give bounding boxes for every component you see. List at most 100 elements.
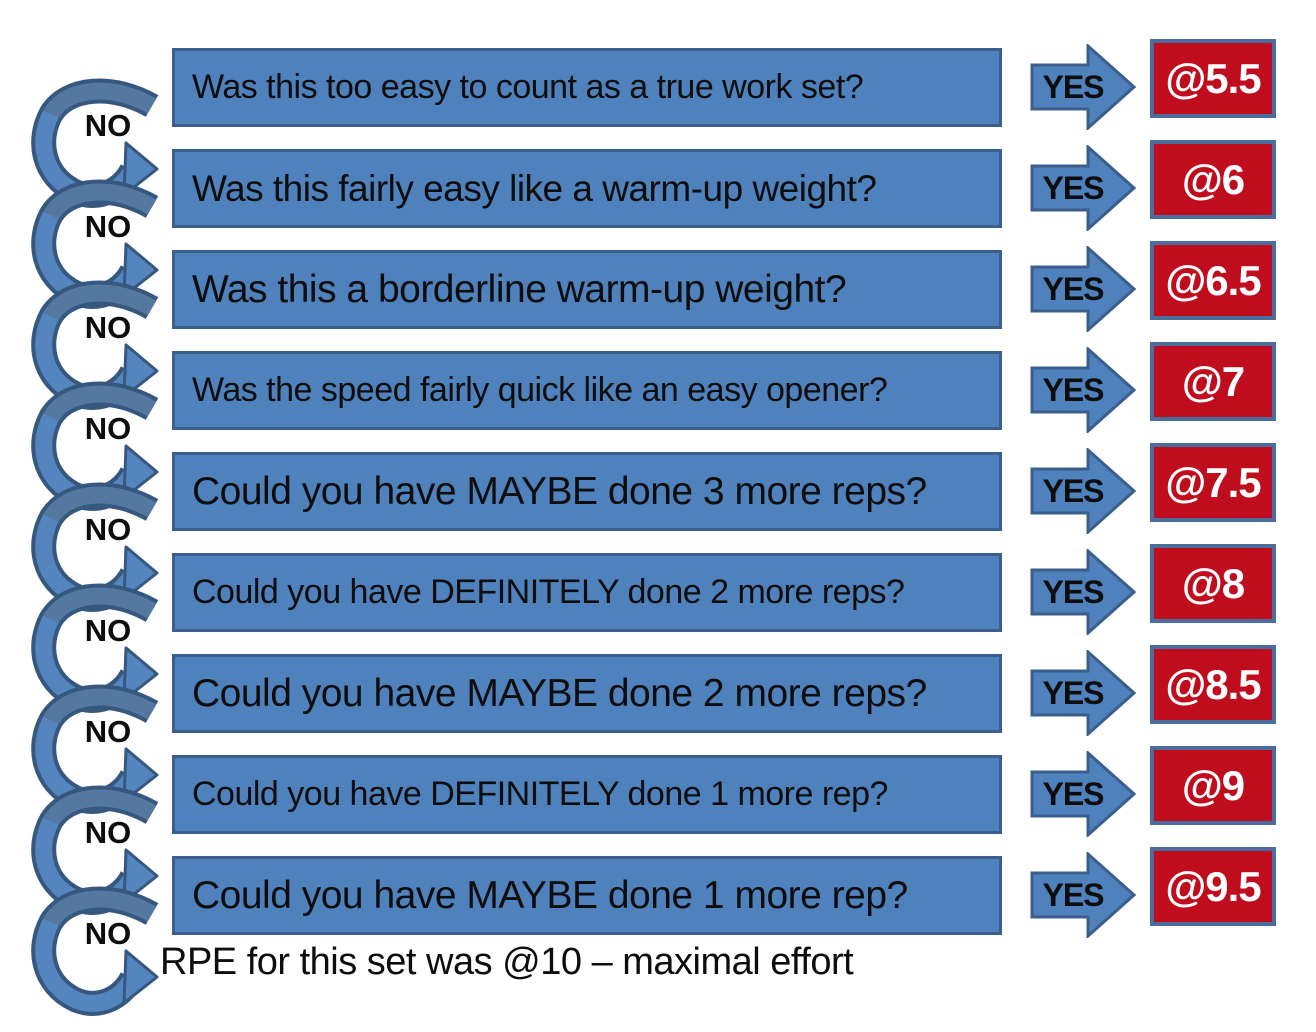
no-loop-band-top	[43, 587, 157, 625]
question-text: Could you have MAYBE done 3 more reps?	[192, 469, 927, 513]
question-box: Was this too easy to count as a true wor…	[172, 48, 1002, 127]
question-box: Could you have MAYBE done 3 more reps?	[172, 452, 1002, 531]
rpe-value: @7	[1181, 357, 1245, 405]
yes-arrow-shape	[1030, 44, 1136, 130]
yes-label: YES	[1042, 877, 1104, 913]
yes-arrow-shape	[1030, 650, 1136, 736]
no-loop-band-top	[43, 890, 157, 928]
no-label: NO	[85, 714, 132, 749]
question-box: Could you have MAYBE done 2 more reps?	[172, 654, 1002, 733]
rpe-value: @5.5	[1165, 54, 1261, 102]
decision-row-7: Could you have MAYBE done 2 more reps? Y…	[0, 645, 1316, 736]
question-text: Could you have DEFINITELY done 1 more re…	[192, 775, 888, 813]
rpe-result-box: @6	[1150, 140, 1276, 219]
rpe-result-box: @6.5	[1150, 241, 1276, 320]
yes-label: YES	[1042, 776, 1104, 812]
no-loop-arrowhead	[122, 747, 159, 803]
yes-label: YES	[1042, 675, 1104, 711]
decision-row-4: Was the speed fairly quick like an easy …	[0, 342, 1316, 433]
rpe-value: @9	[1181, 761, 1245, 809]
yes-arrow: YES	[1030, 549, 1136, 635]
rpe-result-box: @8	[1150, 544, 1276, 623]
final-rpe-statement: RPE for this set was @10 – maximal effor…	[160, 941, 854, 983]
rpe-result-box: @9	[1150, 746, 1276, 825]
yes-arrow: YES	[1030, 751, 1136, 837]
question-text: Could you have MAYBE done 1 more rep?	[192, 873, 908, 917]
no-loop-arrowhead	[122, 242, 159, 298]
yes-arrow-shape	[1030, 347, 1136, 433]
rpe-value: @6.5	[1165, 256, 1261, 304]
no-label: NO	[85, 310, 132, 345]
yes-arrow: YES	[1030, 246, 1136, 332]
decision-row-9: Could you have MAYBE done 1 more rep? YE…	[0, 847, 1316, 938]
rpe-result-box: @7	[1150, 342, 1276, 421]
rpe-value: @8	[1181, 559, 1245, 607]
decision-row-2: Was this fairly easy like a warm-up weig…	[0, 140, 1316, 231]
decision-row-3: Was this a borderline warm-up weight? YE…	[0, 241, 1316, 332]
no-label: NO	[85, 411, 132, 446]
no-loop-band-top	[43, 789, 157, 827]
no-loop-band-top	[43, 486, 157, 524]
question-text: Was this fairly easy like a warm-up weig…	[192, 167, 877, 209]
yes-label: YES	[1042, 574, 1104, 610]
yes-label: YES	[1042, 473, 1104, 509]
question-box: Was this fairly easy like a warm-up weig…	[172, 149, 1002, 228]
yes-arrow: YES	[1030, 650, 1136, 736]
question-box: Could you have DEFINITELY done 1 more re…	[172, 755, 1002, 834]
no-label: NO	[85, 512, 132, 547]
no-loop-band-top	[43, 385, 157, 423]
no-loop-band-top	[43, 183, 157, 221]
yes-label: YES	[1042, 69, 1104, 105]
yes-arrow-shape	[1030, 751, 1136, 837]
rpe-value: @9.5	[1165, 862, 1261, 910]
no-label: NO	[85, 108, 132, 143]
no-label: NO	[85, 916, 132, 951]
no-loop-band-top	[43, 82, 157, 120]
no-label: NO	[85, 613, 132, 648]
yes-arrow-shape	[1030, 852, 1136, 938]
question-box: Was this a borderline warm-up weight?	[172, 250, 1002, 329]
decision-row-6: Could you have DEFINITELY done 2 more re…	[0, 544, 1316, 635]
rpe-value: @7.5	[1165, 458, 1261, 506]
yes-arrow-shape	[1030, 549, 1136, 635]
no-loop-arrowhead	[122, 949, 159, 1005]
rpe-value: @8.5	[1165, 660, 1261, 708]
no-loop-arrowhead	[122, 848, 159, 904]
question-text: Could you have DEFINITELY done 2 more re…	[192, 573, 905, 611]
decision-row-8: Could you have DEFINITELY done 1 more re…	[0, 746, 1316, 837]
question-text: Could you have MAYBE done 2 more reps?	[192, 671, 927, 715]
yes-arrow: YES	[1030, 852, 1136, 938]
no-loop-arrowhead	[122, 646, 159, 702]
rpe-result-box: @9.5	[1150, 847, 1276, 926]
no-loop-arrowhead	[122, 545, 159, 601]
no-loop-band-top	[43, 284, 157, 322]
yes-label: YES	[1042, 271, 1104, 307]
no-loop-arrow-9: NO	[31, 886, 159, 1016]
question-box: Could you have MAYBE done 1 more rep?	[172, 856, 1002, 935]
yes-arrow: YES	[1030, 448, 1136, 534]
decision-row-5: Could you have MAYBE done 3 more reps? Y…	[0, 443, 1316, 534]
no-loop-arrowhead	[122, 141, 159, 197]
yes-label: YES	[1042, 372, 1104, 408]
yes-arrow-shape	[1030, 145, 1136, 231]
yes-arrow-shape	[1030, 246, 1136, 332]
no-label: NO	[85, 815, 132, 850]
no-loop-band-top	[43, 688, 157, 726]
yes-arrow: YES	[1030, 145, 1136, 231]
no-loop-arrowhead	[122, 343, 159, 399]
rpe-result-box: @8.5	[1150, 645, 1276, 724]
question-text: Was the speed fairly quick like an easy …	[192, 371, 888, 409]
yes-arrow-shape	[1030, 448, 1136, 534]
yes-label: YES	[1042, 170, 1104, 206]
yes-arrow: YES	[1030, 44, 1136, 130]
decision-row-1: Was this too easy to count as a true wor…	[0, 39, 1316, 130]
question-box: Was the speed fairly quick like an easy …	[172, 351, 1002, 430]
rpe-result-box: @5.5	[1150, 39, 1276, 118]
no-label: NO	[85, 209, 132, 244]
question-text: Was this a borderline warm-up weight?	[192, 267, 847, 311]
no-loop-arrowhead	[122, 444, 159, 500]
yes-arrow: YES	[1030, 347, 1136, 433]
rpe-result-box: @7.5	[1150, 443, 1276, 522]
question-box: Could you have DEFINITELY done 2 more re…	[172, 553, 1002, 632]
